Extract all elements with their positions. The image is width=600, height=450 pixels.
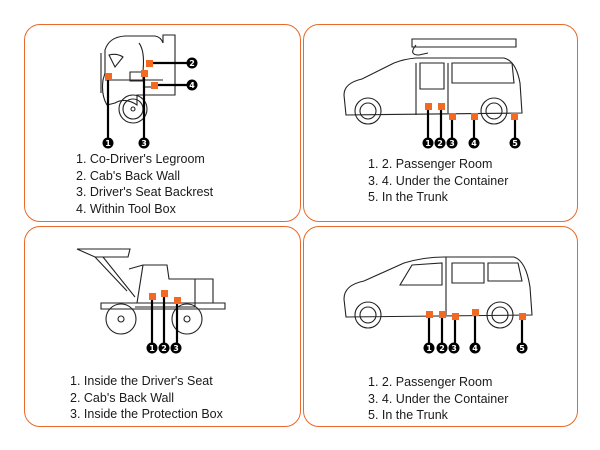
svg-text:4: 4	[189, 81, 195, 90]
panel-van-roof-box: 1 2 3 4 5 1. 2. Passenger Room 3. 4. Und…	[303, 24, 578, 222]
marker-1	[425, 103, 432, 110]
van-illustration: 1 2 3 4 5	[343, 38, 523, 149]
minivan-illustration: 1 2 3 4 5	[343, 256, 533, 354]
badge-2: 2	[436, 342, 448, 354]
location-item: 3. Driver's Seat Backrest	[76, 185, 214, 199]
svg-text:1: 1	[425, 139, 431, 148]
location-item: 1. Co-Driver's Legroom	[76, 152, 205, 166]
marker-5	[519, 313, 526, 320]
location-list: 1. 2. Passenger Room 3. 4. Under the Con…	[368, 156, 508, 206]
svg-text:2: 2	[161, 344, 167, 353]
location-item: 1. 2. Passenger Room	[368, 375, 493, 389]
truck-cab-illustration: 1 2 3 4	[100, 34, 198, 149]
svg-text:2: 2	[437, 139, 443, 148]
badge-2: 2	[434, 137, 446, 149]
location-item: 3. 4. Under the Container	[368, 173, 509, 188]
badge-3: 3	[446, 137, 458, 149]
svg-text:2: 2	[439, 344, 445, 353]
location-list: 1. Inside the Driver's Seat 2. Cab's Bac…	[70, 373, 223, 423]
location-item: 2. Cab's Back Wall	[70, 390, 175, 405]
minivan-outline	[343, 256, 533, 329]
location-item: 5. In the Trunk	[368, 408, 448, 422]
location-item: 1. 2. Passenger Room	[368, 157, 493, 171]
location-item: 3. 4. Under the Container	[368, 391, 509, 406]
harvester-outline	[76, 248, 226, 335]
svg-text:1: 1	[105, 139, 111, 148]
svg-text:5: 5	[512, 139, 518, 148]
marker-2	[146, 60, 153, 67]
svg-text:3: 3	[451, 344, 457, 353]
svg-text:3: 3	[141, 139, 147, 148]
badge-1: 1	[423, 342, 435, 354]
marker-3	[141, 70, 148, 77]
location-item: 4. Within Tool Box	[76, 201, 176, 216]
location-list: 1. 2. Passenger Room 3. 4. Under the Con…	[368, 374, 508, 424]
svg-text:3: 3	[173, 344, 179, 353]
panel-truck-cab: 1 2 3 4 1. Co-Driver's Legroom 2. Cab's …	[24, 24, 301, 222]
location-item: 3. Inside the Protection Box	[70, 407, 223, 421]
badge-3: 3	[448, 342, 460, 354]
badge-5: 5	[509, 137, 521, 149]
badge-4: 4	[186, 79, 198, 91]
marker-5	[511, 113, 518, 120]
panel-minivan: 1 2 3 4 5 1. 2. Passenger Room 3. 4. Und…	[303, 226, 578, 427]
marker-2	[438, 103, 445, 110]
marker-1	[149, 293, 156, 300]
marker-3	[174, 297, 181, 304]
marker-2	[161, 290, 168, 297]
location-item: 1. Inside the Driver's Seat	[70, 374, 213, 388]
location-item: 5. In the Trunk	[368, 190, 448, 204]
svg-text:4: 4	[471, 139, 477, 148]
svg-text:3: 3	[449, 139, 455, 148]
badge-3: 3	[138, 137, 150, 149]
location-item: 2. Cab's Back Wall	[76, 168, 181, 183]
marker-4	[472, 309, 479, 316]
svg-text:1: 1	[426, 344, 432, 353]
harvester-illustration: 1 2 3	[76, 248, 226, 354]
marker-1	[426, 311, 433, 318]
svg-text:1: 1	[149, 344, 155, 353]
badge-4: 4	[468, 137, 480, 149]
van-outline	[343, 38, 523, 125]
badge-2: 2	[158, 342, 170, 354]
truck-cab-outline	[100, 34, 176, 124]
badge-5: 5	[516, 342, 528, 354]
marker-2	[439, 311, 446, 318]
location-list: 1. Co-Driver's Legroom 2. Cab's Back Wal…	[76, 151, 213, 217]
svg-text:5: 5	[519, 344, 525, 353]
marker-4	[151, 82, 158, 89]
badge-2: 2	[186, 57, 198, 69]
badge-1: 1	[102, 137, 114, 149]
marker-4	[471, 113, 478, 120]
marker-1	[105, 73, 112, 80]
svg-text:2: 2	[189, 59, 195, 68]
svg-text:4: 4	[472, 344, 478, 353]
badge-3: 3	[170, 342, 182, 354]
marker-3	[452, 313, 459, 320]
marker-3	[449, 113, 456, 120]
panel-harvester: 1 2 3 1. Inside the Driver's Seat 2. Cab…	[24, 226, 301, 427]
badge-1: 1	[422, 137, 434, 149]
badge-4: 4	[469, 342, 481, 354]
badge-1: 1	[146, 342, 158, 354]
